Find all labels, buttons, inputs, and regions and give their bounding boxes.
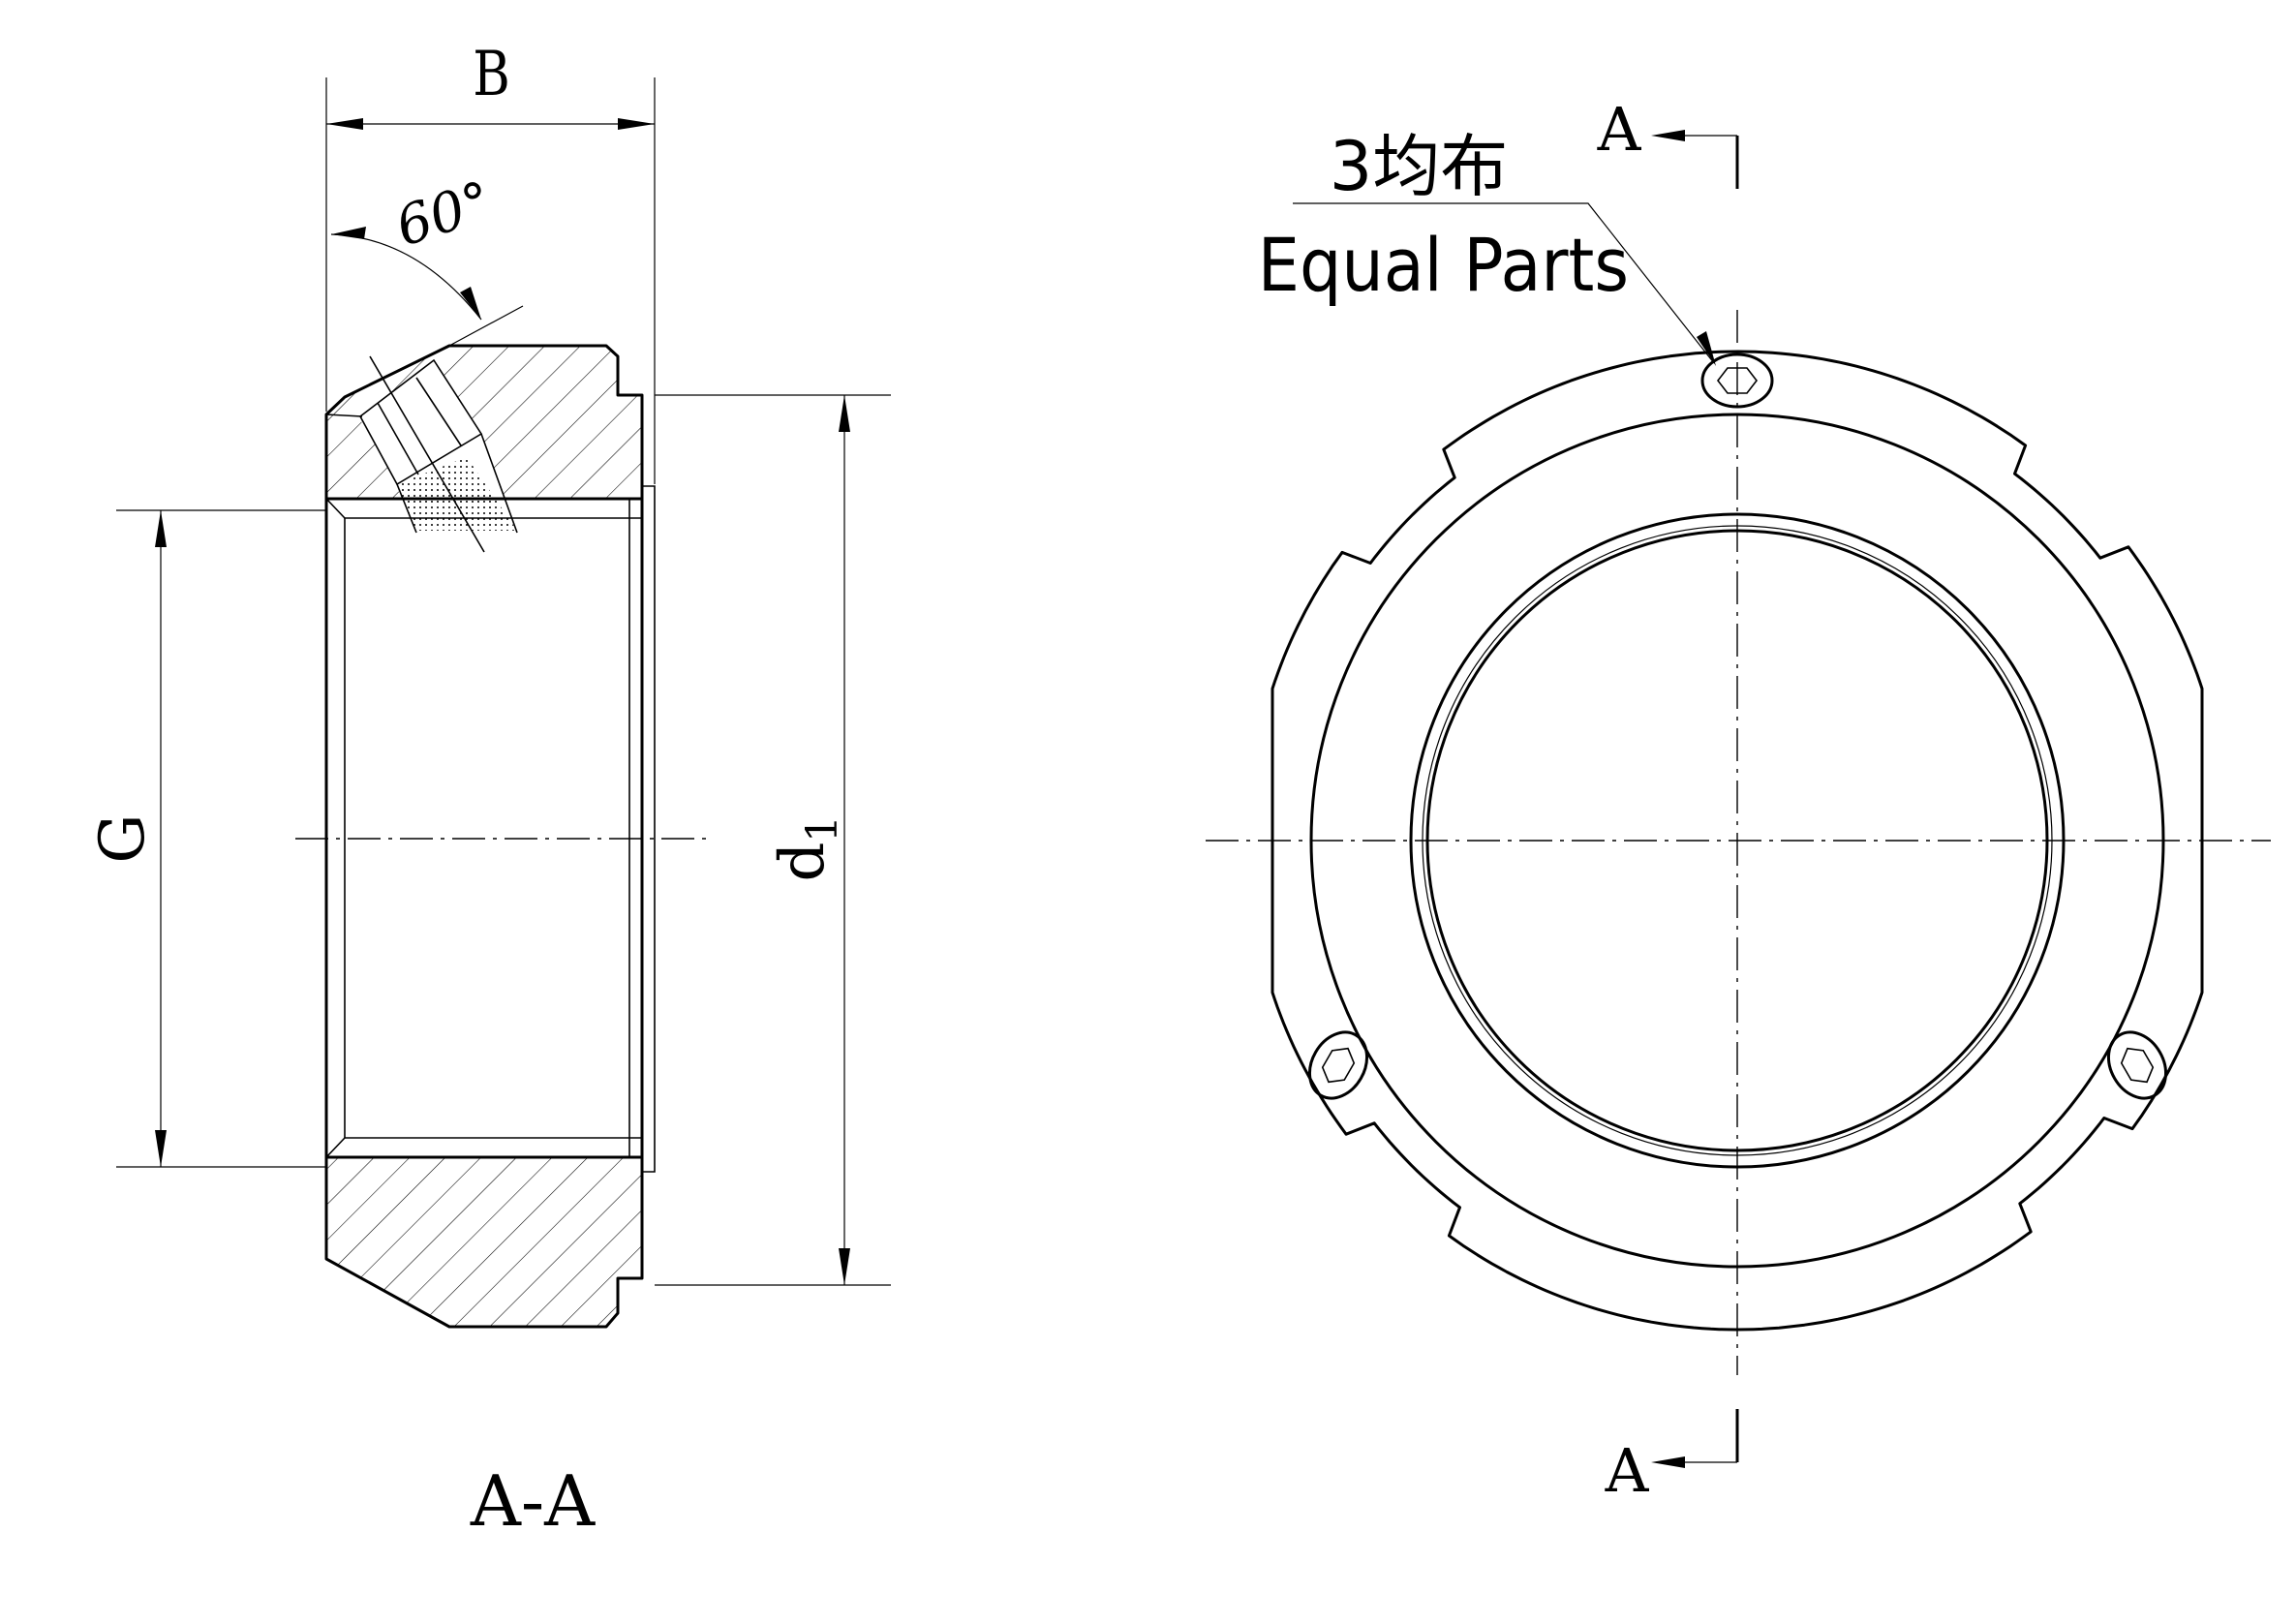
section-caption: A-A bbox=[470, 1460, 596, 1542]
dim-b-label: B bbox=[473, 38, 510, 109]
set-screw-right bbox=[2106, 1030, 2168, 1100]
cut-marker-bottom: A bbox=[1605, 1435, 1650, 1506]
thread-insert bbox=[397, 457, 517, 531]
lower-section-hatch bbox=[326, 1157, 642, 1327]
front-view: A A 3均布 Equal Parts bbox=[1206, 94, 2271, 1506]
section-view: B 60° G d 1 A-A bbox=[87, 38, 891, 1542]
angle-label: 60° bbox=[388, 169, 499, 259]
nut-outer-profile bbox=[1270, 350, 2204, 1332]
dim-d1-label: d bbox=[767, 843, 839, 882]
dim-g-label: G bbox=[87, 813, 159, 863]
note-cn: 3均布 bbox=[1330, 127, 1509, 206]
set-screw-left bbox=[1307, 1030, 1369, 1100]
cut-marker-top: A bbox=[1597, 94, 1642, 165]
note-en: Equal Parts bbox=[1258, 224, 1629, 309]
dim-d1-subscript: 1 bbox=[798, 815, 847, 843]
